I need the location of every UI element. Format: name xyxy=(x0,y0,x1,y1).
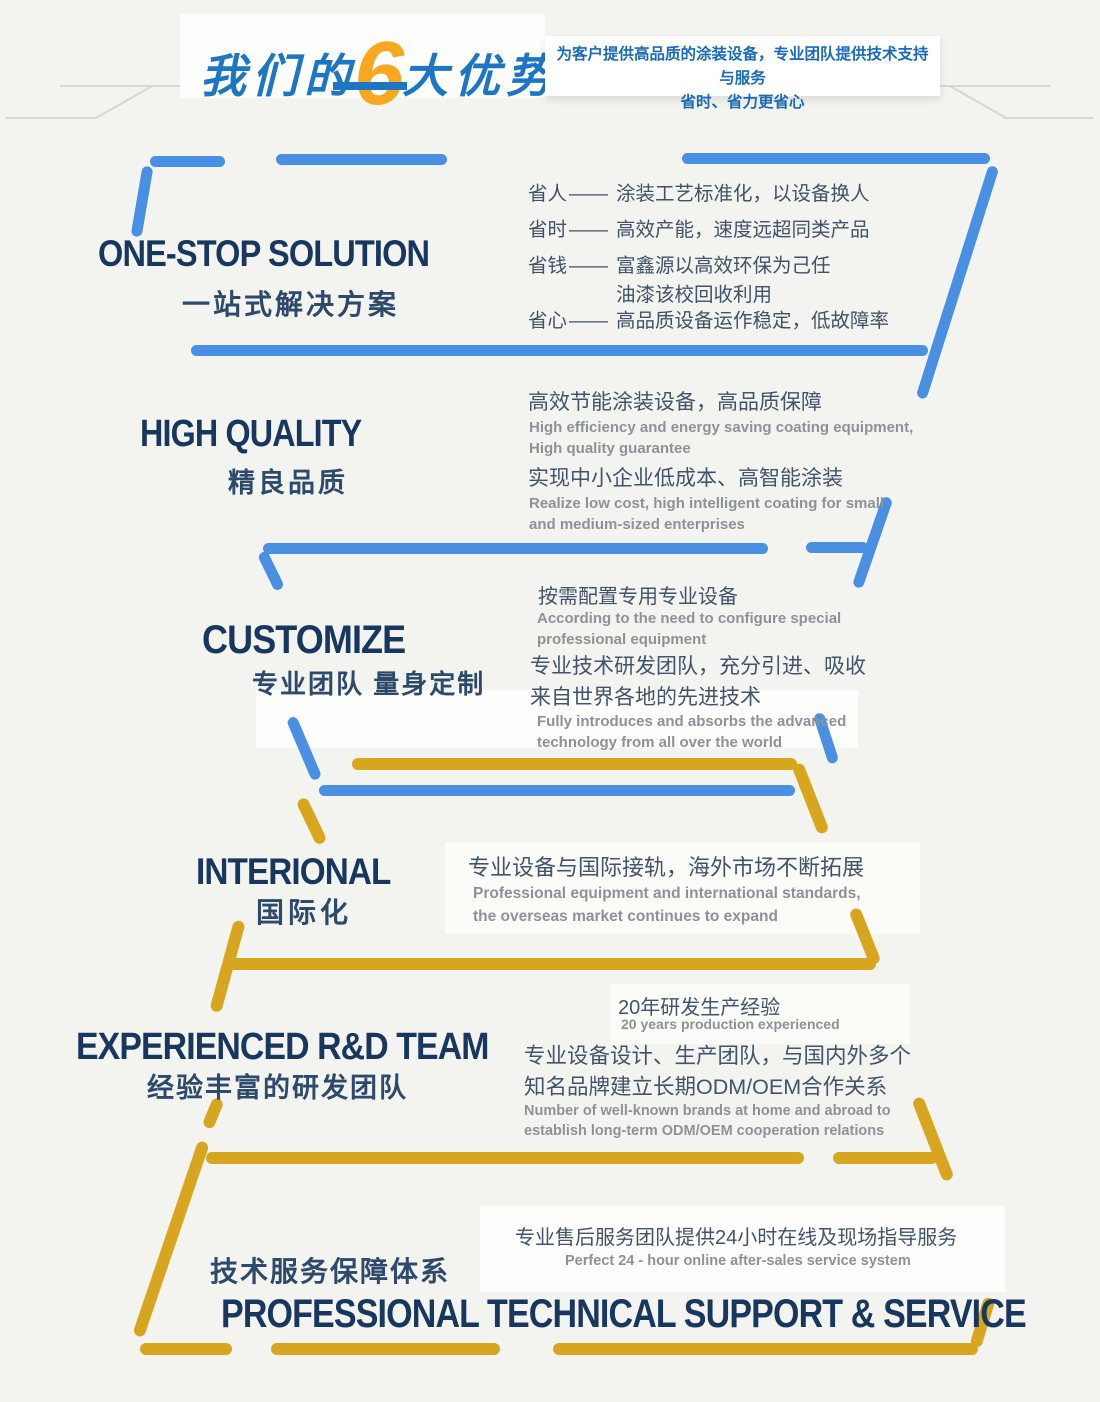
blue-line xyxy=(806,542,868,553)
rdteam-block2-en: Number of well-known brands at home and … xyxy=(524,1103,891,1139)
rdteam-block2-cn: 专业设备设计、生产团队，与国内外多个 知名品牌建立长期ODM/OEM合作关系 xyxy=(524,1044,912,1099)
quality-block1-cn: 高效节能涂装设备，高品质保障 xyxy=(528,391,822,414)
advantage-dash: —— xyxy=(569,255,609,277)
section-support-title-en: PROFESSIONAL TECHNICAL SUPPORT & SERVICE xyxy=(221,1292,1027,1336)
advantage-label: 省钱 xyxy=(528,255,568,277)
advantage-label: 省心 xyxy=(528,310,568,332)
advantage-item: 省时 —— 高效产能，速度远超同类产品 xyxy=(528,216,870,245)
advantage-text: 高品质设备运作稳定，低故障率 xyxy=(616,310,890,332)
gold-line xyxy=(226,958,876,970)
advantage-dash: —— xyxy=(569,183,609,205)
gold-line xyxy=(911,1095,955,1183)
rdteam-block1-cn: 20年研发生产经验 xyxy=(618,997,781,1019)
header-subtitle-line2: 省时、省力更省心 xyxy=(680,94,805,111)
gold-line xyxy=(833,1152,938,1164)
banner-edge-right-diagonal xyxy=(949,85,1007,119)
support-block1-en: Perfect 24 - hour online after-sales ser… xyxy=(565,1253,911,1269)
customize-block2-en: Fully introduces and absorbs the advance… xyxy=(537,713,847,751)
advantage-label: 省时 xyxy=(528,219,568,241)
section-interional-title-en: INTERIONAL xyxy=(196,851,391,892)
quality-block1-en: High efficiency and energy saving coatin… xyxy=(529,419,914,457)
section-customize-title-cn: 专业团队 量身定制 xyxy=(252,669,486,699)
blue-line xyxy=(263,543,768,554)
section-quality-title-cn: 精良品质 xyxy=(228,468,348,498)
customize-text-panel xyxy=(256,690,858,748)
section-rdteam-title-en: EXPERIENCED R&D TEAM xyxy=(76,1026,489,1068)
page-title: 我们的6大优势 xyxy=(200,26,559,119)
advantage-label: 省人 xyxy=(528,183,568,205)
quality-block2-cn: 实现中小企业低成本、高智能涂装 xyxy=(528,467,843,490)
customize-block1-cn: 按需配置专用专业设备 xyxy=(538,586,738,608)
section-onestop-title-cn: 一站式解决方案 xyxy=(182,289,400,320)
support-block1-cn: 专业售后服务团队提供24小时在线及现场指导服务 xyxy=(515,1227,958,1249)
gold-line xyxy=(295,796,328,846)
banner-edge-left-horizontal xyxy=(6,117,96,119)
gold-line xyxy=(352,758,797,770)
advantage-item: 省心 —— 高品质设备运作稳定，低故障率 xyxy=(528,307,889,336)
rd-team-text-panel xyxy=(610,984,910,1044)
blue-line xyxy=(682,153,990,164)
blue-line xyxy=(150,156,225,167)
advantage-text: 高效产能，速度远超同类产品 xyxy=(616,219,870,241)
section-rdteam-title-cn: 经验丰富的研发团队 xyxy=(147,1073,408,1103)
interional-block1-en: Professional equipment and international… xyxy=(473,885,861,925)
advantage-text: 富鑫源以高效环保为己任 油漆该校回收利用 xyxy=(616,255,831,306)
gold-line xyxy=(553,1343,978,1355)
gold-line xyxy=(206,1152,804,1164)
support-text-panel xyxy=(480,1206,1005,1292)
title-underline-bar xyxy=(333,82,407,90)
interional-block1-cn: 专业设备与国际接轨，海外市场不断拓展 xyxy=(468,855,865,880)
blue-line xyxy=(257,550,285,592)
advantage-text: 涂装工艺标准化，以设备换人 xyxy=(616,183,870,205)
header-subtitle-line1: 为客户提供高品质的涂装设备，专业团队提供技术支持与服务 xyxy=(556,46,929,87)
customize-block1-en: According to the need to configure speci… xyxy=(537,610,842,648)
blue-line xyxy=(130,165,154,238)
section-customize-title-en: CUSTOMIZE xyxy=(202,618,406,662)
section-support-title-cn: 技术服务保障体系 xyxy=(210,1256,451,1287)
section-quality-title-en: HIGH QUALITY xyxy=(140,413,362,455)
header-subtitle-box: 为客户提供高品质的涂装设备，专业团队提供技术支持与服务 省时、省力更省心 xyxy=(545,36,940,111)
advantage-dash: —— xyxy=(569,219,609,241)
gold-line xyxy=(140,1343,232,1355)
rdteam-block1-en: 20 years production experienced xyxy=(621,1016,840,1032)
banner-edge-right-horizontal xyxy=(1004,117,1094,119)
section-onestop-title-en: ONE-STOP SOLUTION xyxy=(98,233,430,274)
blue-line xyxy=(915,164,1000,400)
quality-block2-en: Realize low cost, high intelligent coati… xyxy=(529,495,885,533)
blue-line xyxy=(276,154,447,165)
advantage-item: 省人 —— 涂装工艺标准化，以设备换人 xyxy=(528,180,870,209)
section-interional-title-cn: 国际化 xyxy=(256,897,353,928)
blue-line xyxy=(191,345,928,356)
customize-block2-cn: 专业技术研发团队，充分引进、吸收 来自世界各地的先进技术 xyxy=(530,655,866,709)
advantage-item: 省钱 —— 富鑫源以高效环保为己任 油漆该校回收利用 xyxy=(528,252,831,310)
blue-line xyxy=(319,785,795,796)
banner-edge-left-diagonal xyxy=(95,85,153,119)
page-title-left: 我们的 xyxy=(200,50,356,102)
advantage-dash: —— xyxy=(569,310,609,332)
page-title-right: 大优势 xyxy=(402,50,559,102)
gold-line xyxy=(791,761,830,836)
gold-line xyxy=(271,1343,500,1355)
interional-text-panel xyxy=(445,842,920,934)
page-title-number: 6 xyxy=(354,24,405,124)
